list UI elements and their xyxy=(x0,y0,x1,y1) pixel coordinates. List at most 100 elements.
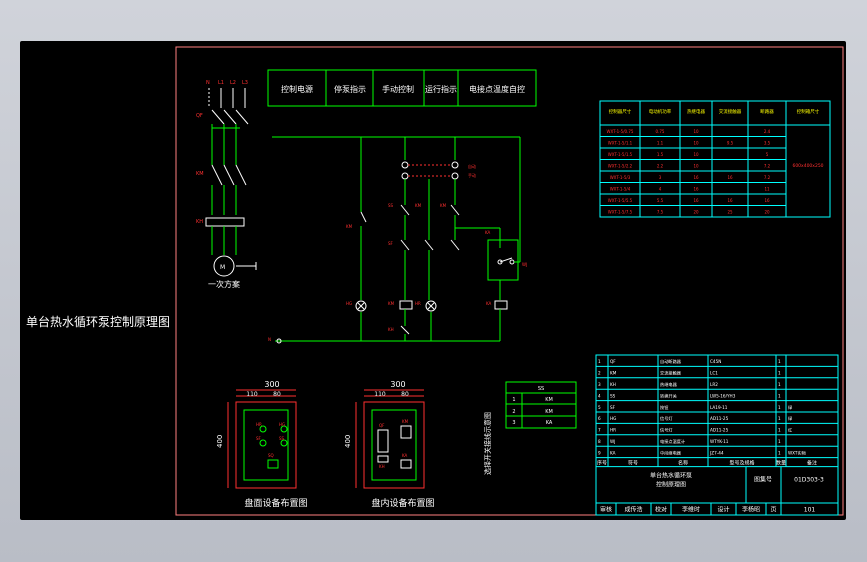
spec-header-5: 控制箱尺寸 xyxy=(797,108,820,115)
function-header-3: 运行指示 xyxy=(425,84,457,94)
spec-cell: WXT-1-5/1.5 xyxy=(608,152,633,157)
parts-cell: AD11-25 xyxy=(710,416,729,421)
parts-cell: WTYK-11 xyxy=(710,439,729,444)
parts-cell: SF xyxy=(610,405,616,410)
front-layout-title: 盘面设备布置图 xyxy=(244,497,307,509)
svg-text:SS: SS xyxy=(538,386,544,392)
spec-cell: 2.2 xyxy=(657,164,664,169)
spec-box-size: 600x400x250 xyxy=(792,163,823,169)
function-header-2: 手动控制 xyxy=(382,84,414,94)
parts-cell: 红 xyxy=(788,427,792,433)
drawing-title: 单台热水循环泵控制原理图 xyxy=(26,315,171,329)
svg-text:SQ: SQ xyxy=(268,453,274,458)
parts-cell: LC1 xyxy=(710,371,718,376)
spec-cell: 7.2 xyxy=(764,175,771,180)
title-block-cell: 校对 xyxy=(655,506,667,514)
svg-text:自动: 自动 xyxy=(468,163,476,169)
svg-text:KM: KM xyxy=(545,409,553,415)
spec-cell: 9.5 xyxy=(727,141,734,146)
spec-header-2: 热继电器 xyxy=(687,108,705,115)
spec-cell: 20 xyxy=(764,210,770,215)
parts-cell: 1 xyxy=(778,382,781,387)
parts-cell: 1 xyxy=(778,393,781,398)
spec-cell: 16 xyxy=(727,175,733,180)
spec-cell: 3 xyxy=(659,175,662,180)
parts-cell: 3 xyxy=(598,382,601,387)
spec-cell: 16 xyxy=(693,175,699,180)
spec-cell: 25 xyxy=(727,210,733,215)
svg-text:KH: KH xyxy=(196,219,203,225)
svg-text:手动: 手动 xyxy=(468,172,476,178)
svg-text:HR: HR xyxy=(256,422,262,427)
title-block-cell: 成传浩 xyxy=(624,506,642,514)
switch-table xyxy=(505,381,577,429)
parts-cell: 1 xyxy=(778,450,781,455)
parts-cell: 6 xyxy=(598,416,601,421)
switch-table-side-label: 选择开关接线示意图 xyxy=(483,412,492,475)
svg-text:KH: KH xyxy=(388,327,394,332)
parts-cell: 电接点温度计 xyxy=(660,438,685,445)
parts-cell: 交流接触器 xyxy=(660,370,682,377)
spec-cell: 5.5 xyxy=(657,198,664,203)
svg-text:KM: KM xyxy=(346,224,353,229)
parts-cell: 自动断路器 xyxy=(660,358,682,365)
parts-header-3: 型号及规格 xyxy=(729,460,754,467)
svg-text:KA: KA xyxy=(486,301,492,306)
parts-cell: KH xyxy=(610,382,616,387)
parts-cell: 4 xyxy=(598,393,601,398)
spec-header-4: 断路器 xyxy=(760,108,774,115)
spec-cell: 7.2 xyxy=(764,164,771,169)
svg-text:80: 80 xyxy=(273,391,281,398)
parts-cell: QF xyxy=(610,359,616,364)
spec-cell: WXT-1-5/4 xyxy=(610,187,631,192)
spec-header-0: 控制器尺寸 xyxy=(609,108,632,115)
svg-text:KM: KM xyxy=(196,171,204,177)
spec-cell: 4 xyxy=(659,187,662,192)
parts-cell: HG xyxy=(610,416,616,421)
svg-text:N: N xyxy=(268,337,271,342)
inner-layout-title: 盘内设备布置图 xyxy=(371,497,434,509)
title-block-cell: 页 xyxy=(770,507,776,514)
function-header-bar: 控制电源 停泵指示 手动控制 运行指示 电接点温度自控 xyxy=(267,69,537,107)
svg-text:1: 1 xyxy=(512,397,515,403)
front-height-dim: 400 xyxy=(216,435,224,448)
svg-text:KA: KA xyxy=(485,230,491,235)
inner-height-dim: 400 xyxy=(344,435,352,448)
parts-cell: SS xyxy=(610,393,616,398)
parts-cell: 1 xyxy=(778,439,781,444)
drawing-frame xyxy=(175,46,844,516)
spec-cell: WXT-1-5/1.1 xyxy=(608,141,633,146)
svg-text:QF: QF xyxy=(196,113,203,119)
svg-text:SS: SS xyxy=(388,203,394,208)
parts-cell: 9 xyxy=(598,450,601,455)
svg-text:KM: KM xyxy=(440,203,447,208)
spec-header-1: 电动机功率 xyxy=(649,108,672,115)
primary-circuit-label: 一次方案 xyxy=(208,279,240,289)
svg-text:KM: KM xyxy=(388,301,395,306)
drawing-no-label: 图集号 xyxy=(754,476,772,484)
svg-text:SF: SF xyxy=(256,436,262,441)
spec-cell: 0.75 xyxy=(656,129,665,134)
title-subtitle: 控制原理图 xyxy=(656,481,686,489)
spec-cell: 10 xyxy=(693,141,699,146)
function-header-4: 电接点温度自控 xyxy=(469,84,525,94)
title-project: 单台热水循环泵 xyxy=(650,472,692,480)
parts-cell: HR xyxy=(610,428,616,433)
spec-cell: 16 xyxy=(727,198,733,203)
svg-text:M: M xyxy=(220,264,225,271)
svg-text:KM: KM xyxy=(545,397,553,403)
svg-text:SF: SF xyxy=(388,241,394,246)
parts-cell: JZ7-44 xyxy=(709,450,724,455)
parts-cell: 绿 xyxy=(788,415,793,421)
parts-header-4: 数量 xyxy=(776,460,786,467)
parts-cell: 按钮 xyxy=(660,404,668,411)
panel-layout-front xyxy=(227,389,297,489)
svg-text:110: 110 xyxy=(246,391,258,398)
parts-cell: 信号灯 xyxy=(660,415,673,422)
svg-text:KM: KM xyxy=(402,419,409,424)
parts-cell: C45N xyxy=(710,359,721,364)
primary-circuit: N L1 L2 L3 M xyxy=(196,80,257,277)
spec-cell: 20 xyxy=(693,210,699,215)
